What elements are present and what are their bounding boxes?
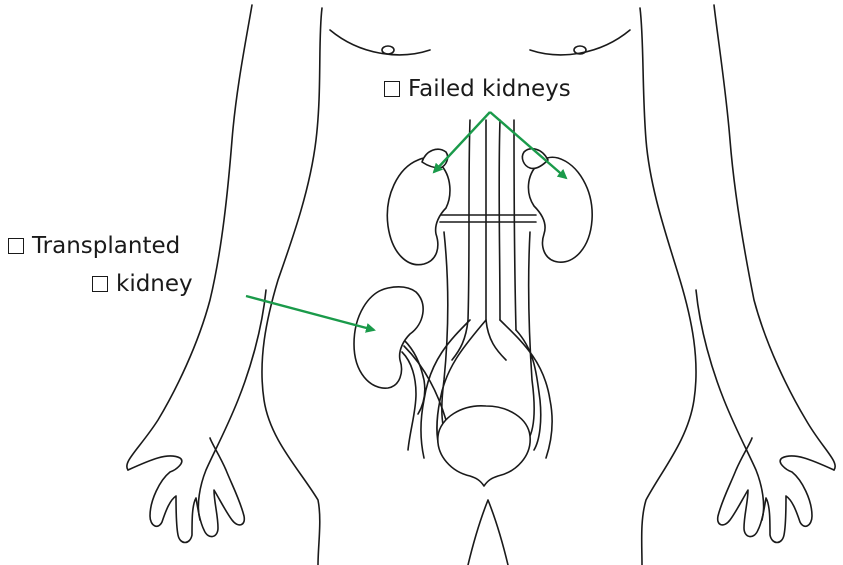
left-torso-edge — [262, 8, 322, 565]
right-torso-edge — [640, 8, 696, 565]
chest-line — [530, 30, 630, 55]
vena-cava — [499, 120, 500, 320]
checkbox-icon — [8, 238, 24, 254]
vena-cava — [514, 120, 516, 330]
adrenal-gland-left — [422, 149, 448, 168]
arrow-transplanted — [246, 296, 374, 330]
transplanted-text: Transplanted — [32, 232, 180, 260]
transplanted-label-line2: kidney — [92, 270, 193, 298]
right-hand — [718, 438, 834, 543]
failed-kidneys-label: Failed kidneys — [384, 75, 571, 103]
transplanted-label-line1: Transplanted — [8, 232, 180, 260]
leg-split — [468, 500, 508, 565]
aorta — [452, 120, 470, 360]
kidney-text: kidney — [116, 270, 193, 298]
failed-kidney-left — [387, 158, 450, 265]
old-ureter — [528, 232, 534, 440]
arrow-failed-left — [434, 112, 490, 172]
chest-line — [330, 30, 430, 55]
left-hand — [128, 438, 244, 543]
transplant-vessels — [402, 352, 416, 450]
right-arm-outer — [714, 5, 835, 470]
checkbox-icon — [384, 81, 400, 97]
failed-kidneys-text: Failed kidneys — [408, 75, 571, 103]
checkbox-icon — [92, 276, 108, 292]
bladder — [438, 406, 530, 486]
arrow-failed-right — [490, 112, 566, 178]
left-nipple — [382, 46, 394, 54]
